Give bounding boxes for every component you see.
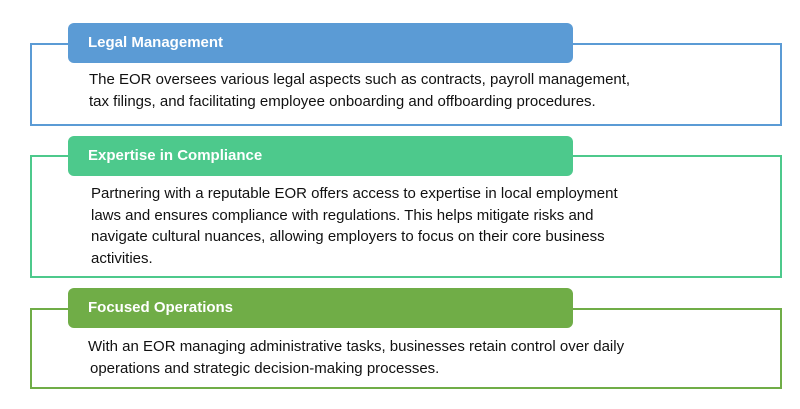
body-line: laws and ensures compliance with regulat…: [91, 206, 594, 224]
section-header: Expertise in Compliance: [68, 136, 573, 176]
body-line: activities.: [91, 249, 153, 267]
body-line: navigate cultural nuances, allowing empl…: [91, 228, 605, 245]
section-body: Partnering with a reputable EOR offers a…: [91, 183, 751, 269]
body-line: Partnering with a reputable EOR offers a…: [91, 185, 618, 202]
section-header: Legal Management: [68, 23, 573, 63]
section-header: Focused Operations: [68, 288, 573, 328]
body-line: operations and strategic decision-making…: [90, 359, 440, 377]
body-line: tax filings, and facilitating employee o…: [89, 92, 596, 110]
section-body: With an EOR managing administrative task…: [88, 336, 748, 379]
body-line: The EOR oversees various legal aspects s…: [89, 71, 631, 88]
section-body: The EOR oversees various legal aspects s…: [89, 69, 749, 112]
body-line: With an EOR managing administrative task…: [88, 338, 625, 355]
